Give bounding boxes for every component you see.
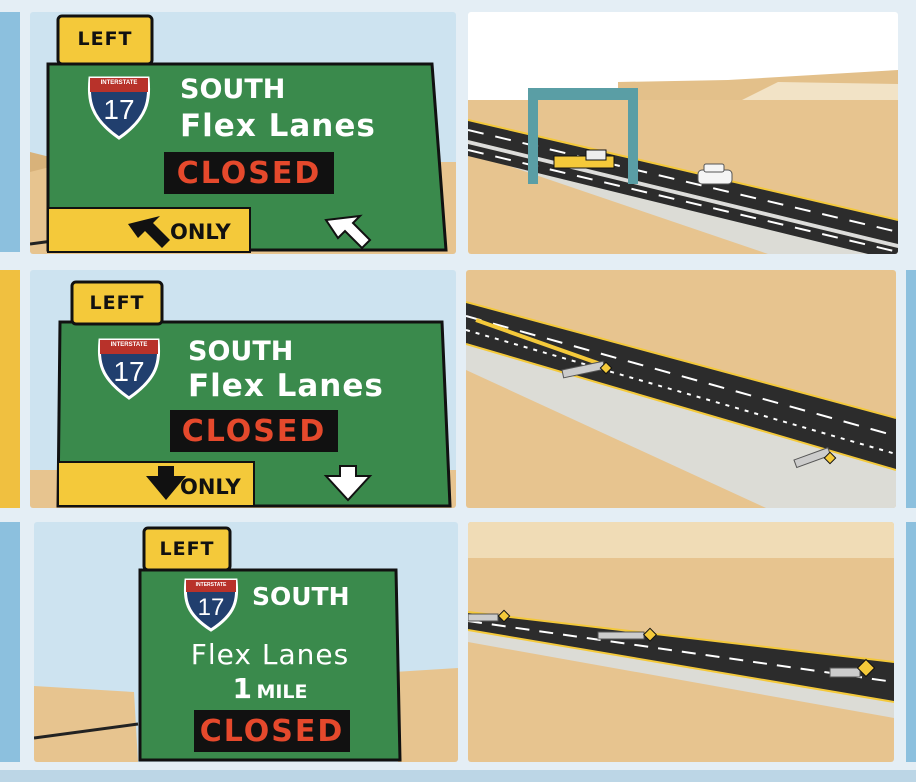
arrow-up-left-black-icon: [128, 216, 170, 248]
barrier-icon: [561, 360, 613, 379]
car-icon: [697, 163, 733, 185]
road-panel-3: [468, 522, 894, 762]
barrier-icon: [597, 627, 658, 642]
arrow-down-black-icon: [146, 466, 186, 500]
sign-scene-3: [34, 522, 458, 762]
barrier-icon: [829, 658, 876, 678]
left-edge-strip-top: [0, 12, 20, 252]
sign-panel-3: LEFT INTERSTATE 17 SOUTH Flex Lanes 1 MI…: [34, 522, 458, 762]
shield-label: INTERSTATE: [100, 80, 138, 86]
arrow-down-white-icon: [323, 465, 373, 502]
interstate-shield-icon: [98, 338, 160, 400]
flex-lanes-label: Flex Lanes: [190, 638, 350, 671]
closed-status: CLOSED: [199, 714, 345, 749]
shield-label: INTERSTATE: [110, 342, 148, 348]
overhead-gantry-icon: [528, 88, 638, 184]
flex-lanes-label: Flex Lanes: [188, 368, 384, 404]
road-panel-2: [466, 270, 896, 508]
road-panel-1: [468, 12, 898, 254]
arrow-up-left-white-icon: [324, 214, 372, 250]
left-edge-strip-bottom: [0, 522, 20, 762]
interstate-shield-icon: [88, 76, 150, 140]
route-number: 17: [113, 356, 145, 387]
closed-status: CLOSED: [181, 414, 327, 449]
right-edge-strip-middle: [906, 270, 916, 508]
barrier-icon: [793, 447, 837, 469]
flex-lanes-label: Flex Lanes: [180, 108, 376, 144]
sign-tab-left: LEFT: [159, 538, 215, 560]
direction-label: SOUTH: [188, 336, 294, 367]
barrier-icon: [468, 609, 511, 623]
road-scene-3: [468, 522, 894, 762]
only-label: ONLY: [180, 475, 241, 499]
interstate-shield-icon: [183, 578, 239, 632]
distance-unit: MILE: [256, 681, 308, 703]
road-scene-1: [468, 12, 898, 254]
sign-scene-2: [30, 270, 456, 508]
direction-label: SOUTH: [252, 582, 350, 611]
direction-label: SOUTH: [180, 74, 286, 105]
sign-panel-2: LEFT INTERSTATE 17 SOUTH Flex Lanes CLOS…: [30, 270, 456, 508]
left-edge-strip-middle: [0, 270, 20, 508]
distance-line: 1 MILE: [140, 672, 400, 705]
sign-tab-left: LEFT: [77, 28, 133, 50]
right-edge-strip-bottom: [906, 522, 916, 762]
route-number: 17: [103, 94, 135, 125]
only-label: ONLY: [170, 220, 231, 244]
sign-panel-1: LEFT INTERSTATE 17 SOUTH Flex Lanes CLOS…: [30, 12, 456, 254]
closed-status: CLOSED: [176, 156, 322, 191]
sign-scene-1: [30, 12, 456, 254]
shield-label: INTERSTATE: [195, 582, 227, 588]
distance-number: 1: [232, 672, 252, 705]
route-number: 17: [197, 594, 225, 621]
sign-tab-left: LEFT: [89, 292, 145, 314]
bottom-edge-strip: [0, 770, 916, 782]
road-scene-2: [466, 270, 896, 508]
